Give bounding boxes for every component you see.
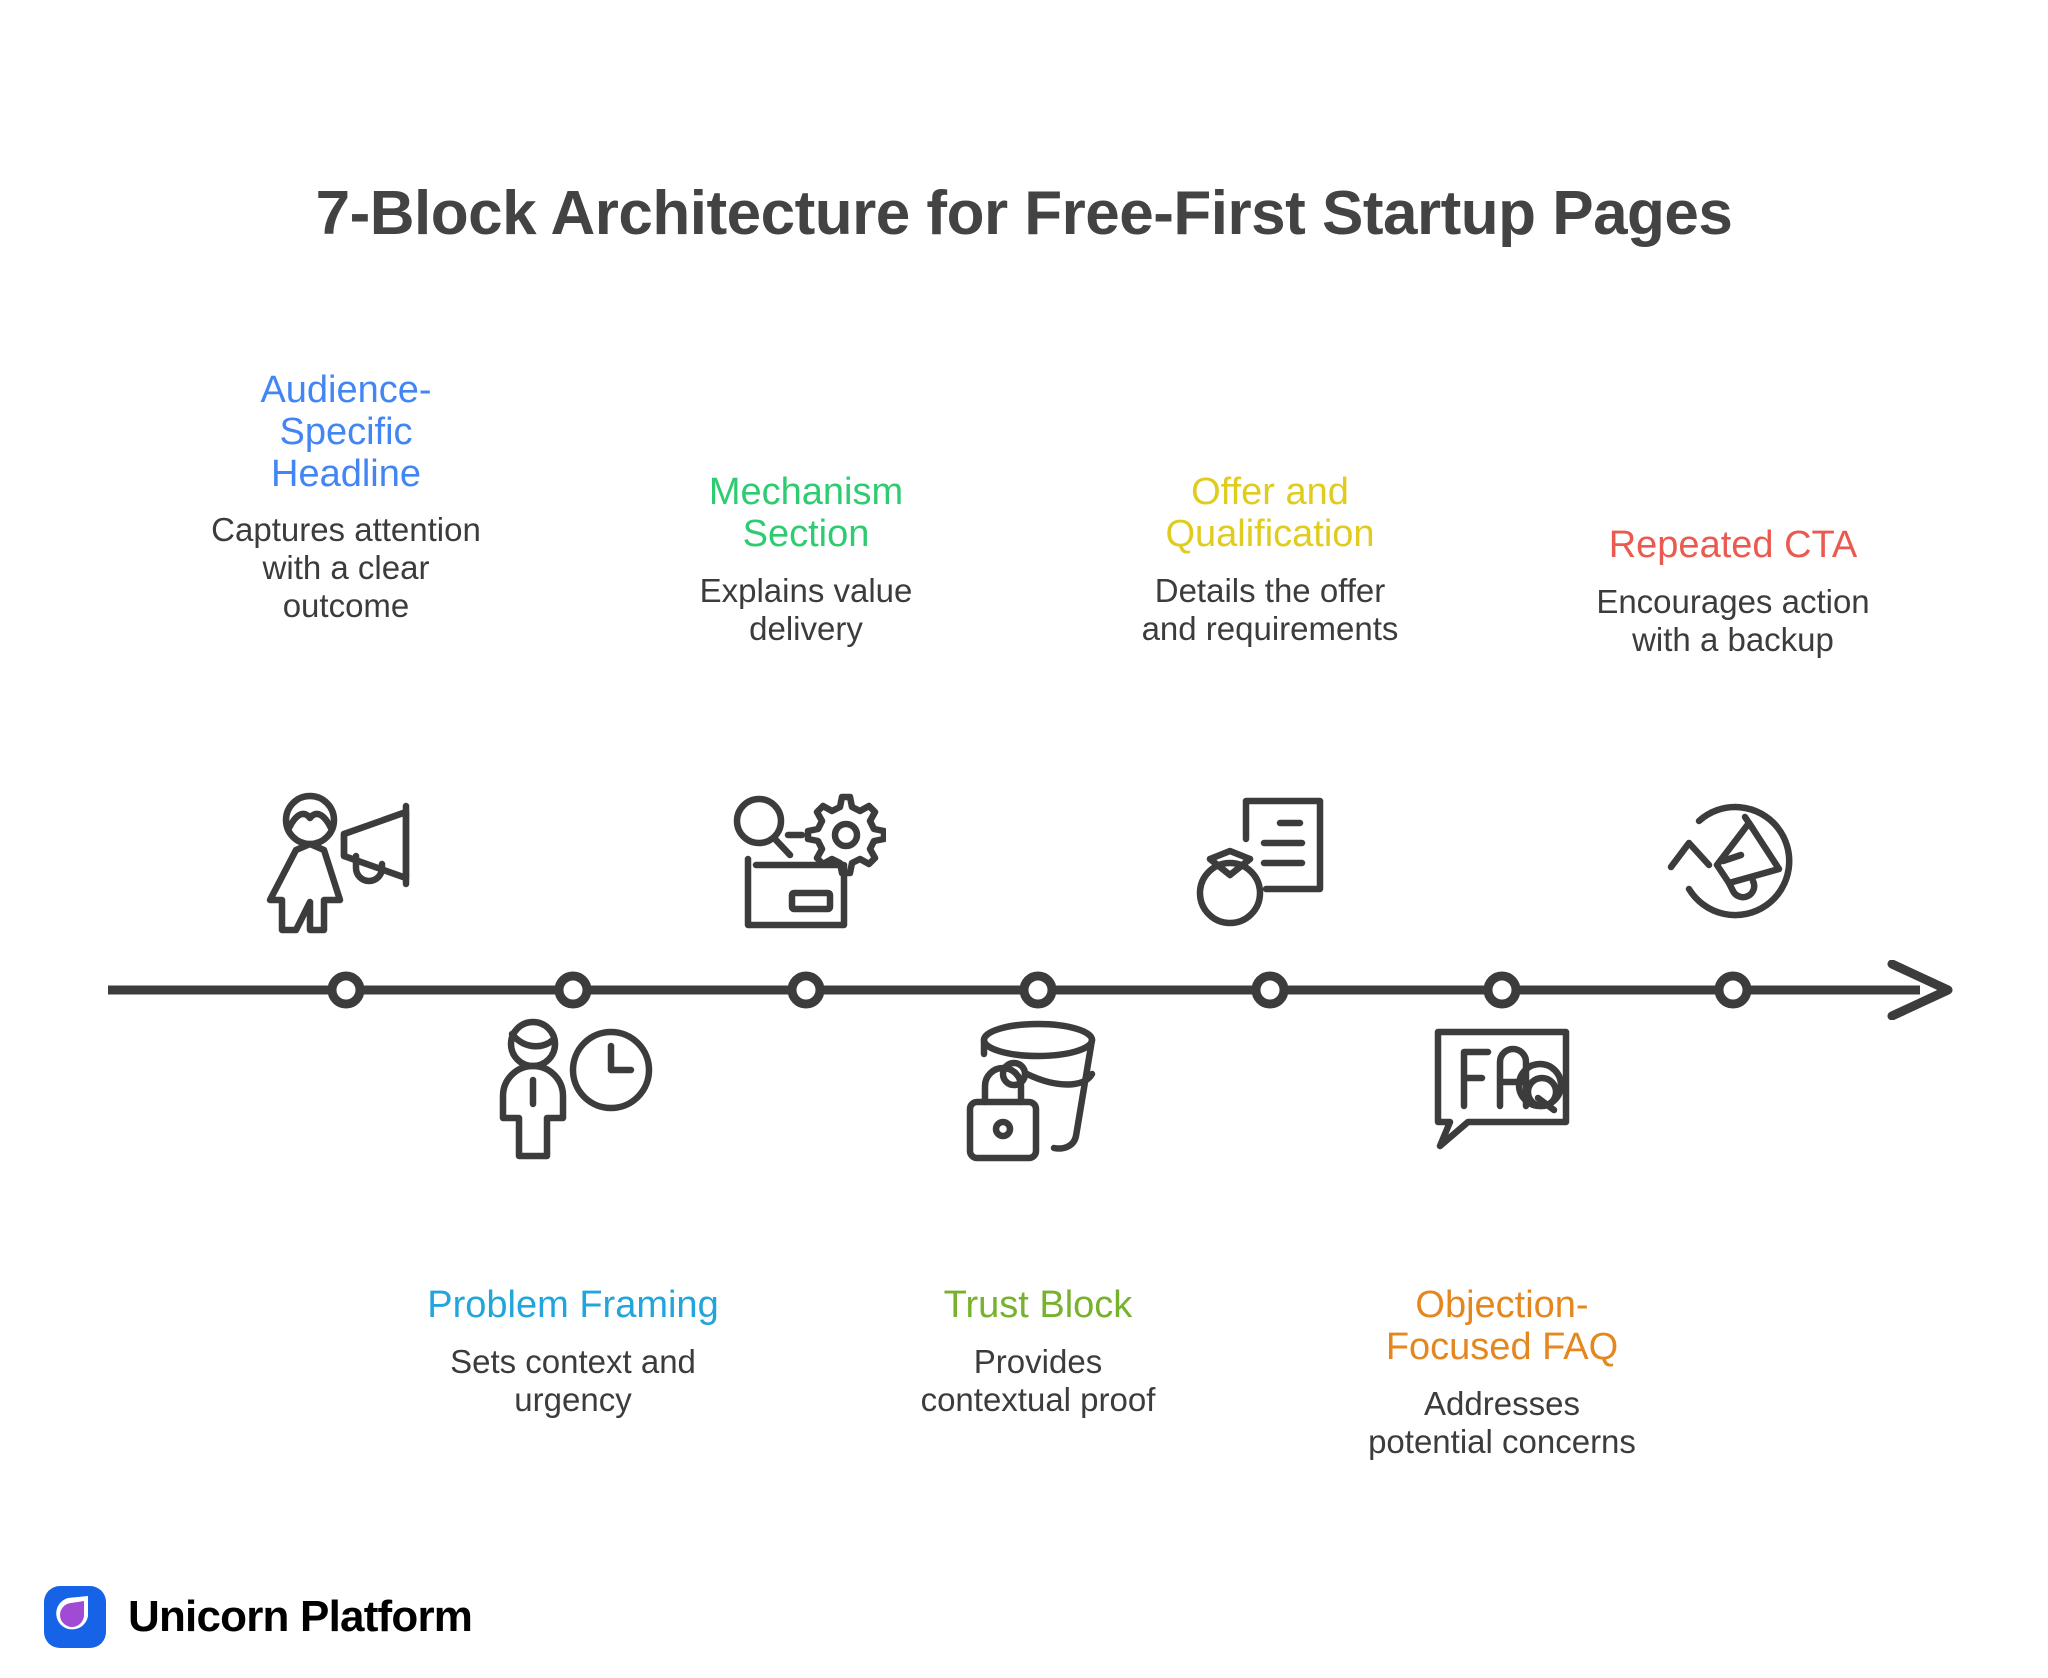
- page-title: 7-Block Architecture for Free-First Star…: [315, 179, 1733, 248]
- block-6-title: Objection- Focused FAQ: [1385, 1284, 1619, 1368]
- bucket-lock-icon: [958, 1018, 1118, 1168]
- block-3-labels: Mechanism Section Explains value deliver…: [566, 471, 1046, 647]
- block-4-labels: Trust Block Provides contextual proof: [798, 1284, 1278, 1419]
- block-7-labels: Repeated CTA Encourages action with a ba…: [1493, 524, 1973, 659]
- block-7-title: Repeated CTA: [1608, 524, 1858, 566]
- block-2-title: Problem Framing: [427, 1284, 719, 1326]
- megaphone-refresh-icon: [1653, 785, 1813, 935]
- person-clock-icon: [493, 1018, 653, 1168]
- magnifier-gear-card-icon: [726, 793, 886, 943]
- block-3-title: Mechanism Section: [708, 471, 904, 555]
- brand-name: Unicorn Platform: [128, 1592, 473, 1641]
- brand-logo: Unicorn Platform: [44, 1586, 473, 1648]
- block-1-title: Audience- Specific Headline: [260, 369, 432, 495]
- block-5-labels: Offer and Qualification Details the offe…: [1030, 471, 1510, 647]
- block-7-description: Encourages action with a backup: [1596, 582, 1870, 658]
- block-5-title: Offer and Qualification: [1165, 471, 1375, 555]
- timeline-axis: [108, 959, 1958, 1021]
- person-megaphone-icon: [266, 790, 426, 940]
- block-1-labels: Audience- Specific Headline Captures att…: [106, 369, 586, 625]
- block-5-description: Details the offer and requirements: [1141, 571, 1399, 647]
- faq-speech-bubble-icon: [1422, 1018, 1582, 1168]
- ring-document-icon: [1190, 793, 1350, 943]
- block-2-labels: Problem Framing Sets context and urgency: [333, 1284, 813, 1419]
- unicorn-platform-logo-icon: [44, 1586, 106, 1648]
- block-4-description: Provides contextual proof: [920, 1342, 1156, 1418]
- block-1-description: Captures attention with a clear outcome: [211, 511, 481, 625]
- block-3-description: Explains value delivery: [699, 571, 913, 647]
- block-6-labels: Objection- Focused FAQ Addresses potenti…: [1262, 1284, 1742, 1460]
- block-4-title: Trust Block: [943, 1284, 1133, 1326]
- block-6-description: Addresses potential concerns: [1368, 1384, 1636, 1460]
- block-2-description: Sets context and urgency: [450, 1342, 696, 1418]
